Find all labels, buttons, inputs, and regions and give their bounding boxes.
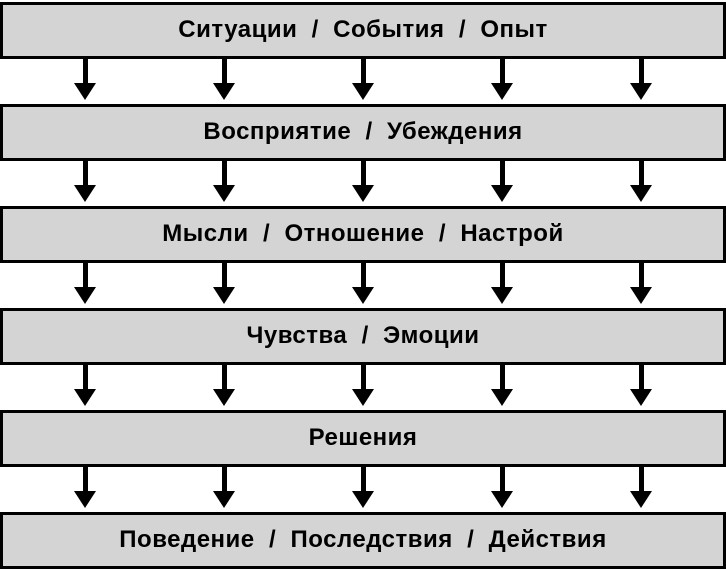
down-arrow-icon [74, 161, 96, 206]
flow-box-decisions-label: Решения [308, 423, 418, 451]
arrow-shaft [499, 365, 505, 389]
arrow-shaft [82, 365, 88, 389]
arrow-head [630, 389, 652, 406]
arrow-shaft [221, 263, 227, 287]
arrow-shaft [638, 365, 644, 389]
flow-box-feelings-label: Чувства / Эмоции [246, 321, 480, 349]
arrow-head [630, 185, 652, 202]
arrow-row-2 [0, 161, 726, 206]
down-arrow-icon [213, 467, 235, 512]
flow-box-perception: Восприятие / Убеждения [0, 104, 726, 161]
arrow-shaft [360, 263, 366, 287]
arrow-head [630, 83, 652, 100]
arrow-shaft [638, 59, 644, 83]
down-arrow-icon [491, 467, 513, 512]
down-arrow-icon [74, 467, 96, 512]
down-arrow-icon [630, 365, 652, 410]
arrow-shaft [638, 467, 644, 491]
down-arrow-icon [491, 59, 513, 104]
down-arrow-icon [491, 263, 513, 308]
arrow-shaft [221, 59, 227, 83]
flow-box-perception-label: Восприятие / Убеждения [203, 117, 523, 145]
flow-box-behavior: Поведение / Последствия / Действия [0, 512, 726, 569]
arrow-shaft [499, 161, 505, 185]
down-arrow-icon [630, 59, 652, 104]
arrow-head [491, 83, 513, 100]
down-arrow-icon [630, 263, 652, 308]
arrow-head [630, 287, 652, 304]
arrow-head [491, 389, 513, 406]
arrow-shaft [82, 59, 88, 83]
flow-box-situations-label: Ситуации / События / Опыт [178, 15, 548, 43]
down-arrow-icon [74, 365, 96, 410]
arrow-shaft [360, 365, 366, 389]
arrow-row-4 [0, 365, 726, 410]
arrow-head [491, 185, 513, 202]
arrow-shaft [499, 59, 505, 83]
arrow-head [491, 287, 513, 304]
down-arrow-icon [352, 365, 374, 410]
arrow-shaft [638, 161, 644, 185]
arrow-head [352, 185, 374, 202]
flow-box-thoughts: Мысли / Отношение / Настрой [0, 206, 726, 263]
arrow-head [352, 389, 374, 406]
arrow-head [213, 491, 235, 508]
down-arrow-icon [213, 365, 235, 410]
down-arrow-icon [74, 263, 96, 308]
flow-box-feelings: Чувства / Эмоции [0, 308, 726, 365]
arrow-shaft [499, 263, 505, 287]
arrow-row-1 [0, 59, 726, 104]
down-arrow-icon [352, 59, 374, 104]
down-arrow-icon [352, 161, 374, 206]
arrow-head [213, 83, 235, 100]
arrow-head [491, 491, 513, 508]
arrow-head [74, 491, 96, 508]
arrow-row-3 [0, 263, 726, 308]
arrow-shaft [221, 467, 227, 491]
down-arrow-icon [352, 467, 374, 512]
down-arrow-icon [491, 161, 513, 206]
down-arrow-icon [213, 263, 235, 308]
arrow-row-5 [0, 467, 726, 512]
arrow-head [74, 389, 96, 406]
arrow-head [352, 287, 374, 304]
arrow-head [352, 491, 374, 508]
arrow-head [74, 185, 96, 202]
flow-box-situations: Ситуации / События / Опыт [0, 2, 726, 59]
arrow-shaft [82, 263, 88, 287]
arrow-head [213, 389, 235, 406]
down-arrow-icon [213, 59, 235, 104]
arrow-head [352, 83, 374, 100]
arrow-shaft [360, 467, 366, 491]
arrow-shaft [360, 161, 366, 185]
arrow-shaft [82, 161, 88, 185]
arrow-shaft [360, 59, 366, 83]
flow-box-thoughts-label: Мысли / Отношение / Настрой [162, 219, 564, 247]
arrow-shaft [221, 365, 227, 389]
arrow-shaft [638, 263, 644, 287]
arrow-head [74, 287, 96, 304]
flow-box-behavior-label: Поведение / Последствия / Действия [119, 525, 607, 553]
down-arrow-icon [630, 161, 652, 206]
arrow-shaft [82, 467, 88, 491]
down-arrow-icon [352, 263, 374, 308]
down-arrow-icon [630, 467, 652, 512]
down-arrow-icon [74, 59, 96, 104]
down-arrow-icon [213, 161, 235, 206]
arrow-head [213, 287, 235, 304]
arrow-shaft [499, 467, 505, 491]
arrow-head [630, 491, 652, 508]
flow-box-decisions: Решения [0, 410, 726, 467]
arrow-head [213, 185, 235, 202]
arrow-shaft [221, 161, 227, 185]
arrow-head [74, 83, 96, 100]
down-arrow-icon [491, 365, 513, 410]
